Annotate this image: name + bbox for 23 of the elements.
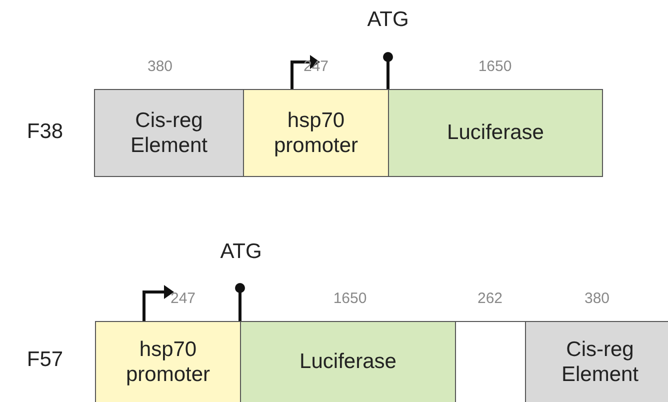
- construct-label: F38: [26, 120, 64, 144]
- promoter-box: [243, 89, 389, 177]
- luciferase-box: [388, 89, 603, 177]
- length-label: 380: [584, 290, 610, 307]
- length-label: 247: [170, 290, 196, 307]
- promoter-box: [95, 321, 241, 402]
- cis-regulatory-element-box: [525, 321, 668, 402]
- length-label: 380: [147, 58, 173, 75]
- segment-label: hsp70 promoter: [124, 336, 212, 388]
- segment-label: Luciferase: [447, 120, 544, 146]
- segment-label: Luciferase: [300, 349, 396, 375]
- segment-label: Cis-reg Element: [129, 108, 209, 158]
- length-label: 1650: [478, 58, 512, 75]
- start-codon-label: ATG: [220, 240, 262, 264]
- length-label: 262: [477, 290, 503, 307]
- length-label: 247: [303, 58, 329, 75]
- construct-label: F57: [26, 348, 64, 372]
- cis-regulatory-element-box: [94, 89, 244, 177]
- luciferase-box: [240, 321, 456, 402]
- start-codon-label: ATG: [367, 8, 409, 32]
- length-label: 1650: [333, 290, 367, 307]
- segment-label: Cis-reg Element: [560, 336, 640, 388]
- segment-label: hsp70 promoter: [272, 108, 360, 158]
